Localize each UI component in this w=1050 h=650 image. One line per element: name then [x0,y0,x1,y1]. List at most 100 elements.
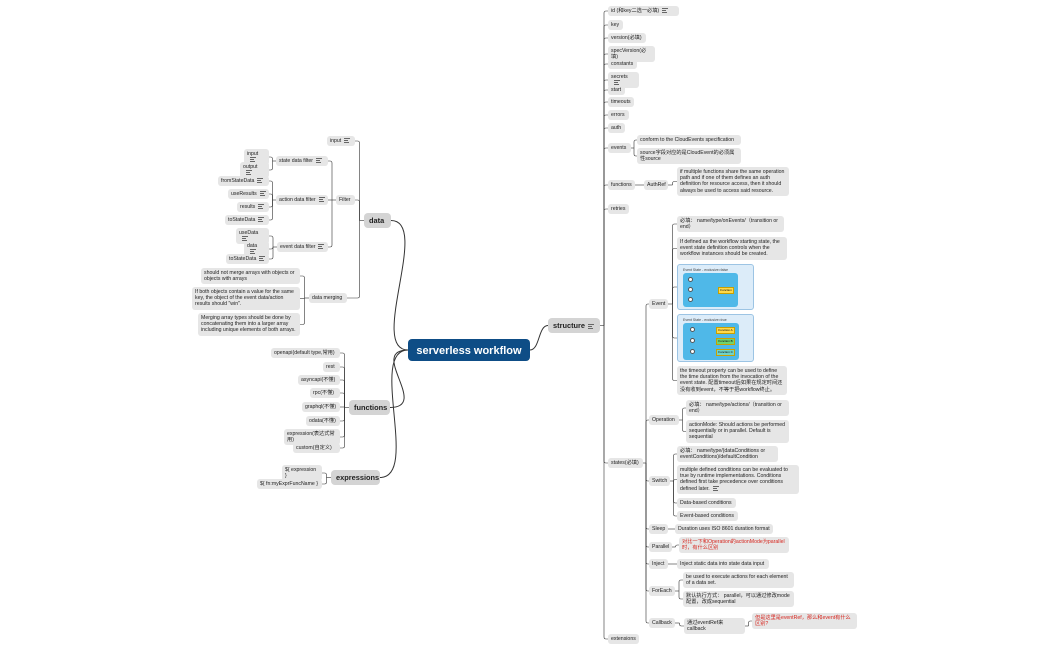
node-authref[interactable]: AuthRef [644,180,668,191]
node-version[interactable]: version(必填) [608,33,646,44]
node-action-data-filter[interactable]: action data filter [276,195,328,206]
node-callback-eventref[interactable]: 通过eventRef来callback [684,618,745,635]
node-events-cloudevents[interactable]: conform to the CloudEvents specification [637,135,741,146]
state-callback[interactable]: Callback [649,618,675,629]
node-start[interactable]: start [608,85,625,96]
connector-line [300,298,305,325]
node-func-asyncapi[interactable]: asyncapi(不懂) [298,375,340,386]
node-state-data-filter[interactable]: state data filter [276,156,328,167]
node-merge-rule-1[interactable]: should not merge arrays with objects or … [201,268,300,285]
node-foreach-mode[interactable]: 默认执行方式： parallel，可以通过修改mode配置，改成sequenti… [683,591,794,608]
note-icon[interactable] [318,197,325,203]
topic-data[interactable]: data [364,213,391,228]
node-use-data[interactable]: useData [236,228,269,245]
note-icon[interactable] [258,217,265,223]
node-label: Event [652,301,666,307]
note-icon[interactable] [614,80,620,86]
node-inject-static[interactable]: Inject static data into state data input [677,559,769,570]
node-event-timeout[interactable]: the timeout property can be used to defi… [677,366,787,395]
topic-functions[interactable]: functions [349,400,390,415]
node-func-rpc[interactable]: rpc(不懂) [310,388,340,399]
note-icon[interactable] [662,8,669,14]
state-event[interactable]: Event [649,299,668,310]
note-icon[interactable] [257,178,264,184]
connector-line [322,477,327,485]
node-func-odata[interactable]: odata(不懂) [306,416,340,427]
node-foreach-desc[interactable]: be used to execute actions for each elem… [683,572,794,589]
note-icon[interactable] [259,191,266,197]
node-switch-required[interactable]: 必填： name/type/(dataConditions or eventCo… [677,446,778,463]
node-func-custom[interactable]: custom(自定义) [293,443,340,454]
node-parallel-note[interactable]: 对比一下和Operation的actionMode为parallel时，有什么区… [679,537,789,554]
node-label: custom(自定义) [296,445,332,451]
node-event-starting-state[interactable]: If defined as the workflow starting stat… [677,237,787,260]
node-key[interactable]: key [608,20,623,31]
note-icon[interactable] [318,244,325,250]
state-inject[interactable]: Inject [649,559,668,570]
connector-line [603,147,608,326]
state-foreach[interactable]: ForEach [649,586,675,597]
node-sleep-duration[interactable]: Duration uses ISO 8601 duration format [675,524,773,535]
node-filter[interactable]: Filter [336,195,355,206]
node-authref-note[interactable]: if multiple functions share the same ope… [677,167,789,196]
node-id[interactable]: id (和key二选一必填) [608,6,679,17]
node-input[interactable]: input [327,136,355,147]
note-icon[interactable] [250,157,256,163]
node-label: the timeout property can be used to defi… [680,368,783,393]
state-sleep[interactable]: Sleep [649,524,668,535]
node-constants[interactable]: constants [608,59,637,70]
root-node[interactable]: serverless workflow [408,339,530,361]
node-auth[interactable]: auth [608,123,625,134]
node-label: if multiple functions share the same ope… [680,169,785,194]
node-functions[interactable]: functions [608,180,635,191]
node-event-data-filter[interactable]: event data filter [277,242,328,253]
topic-structure[interactable]: structure [548,318,600,333]
node-switch-event-based[interactable]: Event-based conditions [677,511,738,522]
node-func-openapi[interactable]: openapi(default type,常用) [271,348,340,359]
note-icon[interactable] [250,249,256,255]
node-to-state-data-2[interactable]: toStateData [226,254,269,265]
topic-expressions[interactable]: expressions [331,470,380,485]
note-icon[interactable] [242,236,248,242]
note-icon[interactable] [712,485,719,491]
note-icon[interactable] [344,138,351,144]
note-icon[interactable] [258,204,265,210]
node-spec-version[interactable]: specVersion(必填) [608,46,655,63]
node-use-results[interactable]: useResults [228,189,269,200]
node-merge-rule-2[interactable]: If both objects contain a value for the … [192,287,300,310]
node-switch-data-based[interactable]: Data-based conditions [677,498,736,509]
node-extensions[interactable]: extensions [608,634,639,645]
note-icon[interactable] [259,256,266,262]
note-icon[interactable] [316,158,323,164]
node-operation-actionmode[interactable]: actionMode: Should actions be performed … [686,420,789,443]
node-func-rest[interactable]: rest [323,362,340,373]
node-events-source[interactable]: source字段对应的是CloudEvent的必须属性source [637,148,741,165]
node-to-state-data[interactable]: toStateData [225,215,269,226]
node-events[interactable]: events [608,143,631,154]
node-data[interactable]: data [244,241,269,258]
node-state-input[interactable]: input [244,149,269,166]
node-errors[interactable]: errors [608,110,629,121]
node-expr-1[interactable]: ${ expression } [282,465,322,482]
node-data-merging[interactable]: data merging [309,293,347,304]
node-func-graphql[interactable]: graphql(不懂) [302,402,340,413]
state-operation[interactable]: Operation [649,415,679,426]
node-retries[interactable]: retries [608,204,629,215]
node-state-output[interactable]: output [240,162,269,179]
state-parallel[interactable]: Parallel [649,542,672,553]
note-icon[interactable] [588,323,595,329]
node-from-state-data[interactable]: fromStateData [218,176,269,187]
node-results[interactable]: results [237,202,269,213]
node-timeouts[interactable]: timeouts [608,97,634,108]
note-icon[interactable] [246,170,252,176]
node-secrets[interactable]: secrets [608,72,639,89]
node-operation-required[interactable]: 必填： name/type/actions/（transition or end… [686,400,789,417]
state-switch[interactable]: Switch [649,476,670,487]
node-callback-note[interactable]: 但是这里是eventRef，那么和event有什么区别? [752,613,857,630]
node-merge-rule-3[interactable]: Merging array types should be done by co… [198,313,300,336]
node-switch-multiple[interactable]: multiple defined conditions can be evalu… [677,465,799,494]
node-event-required[interactable]: 必填： name/type/onEvents/（transition or en… [677,216,784,233]
node-states[interactable]: states(必填) [608,458,643,469]
node-expr-2[interactable]: ${ fn:myExprFuncName } [257,479,322,490]
node-func-expression[interactable]: expression(表达式常用) [284,429,340,446]
